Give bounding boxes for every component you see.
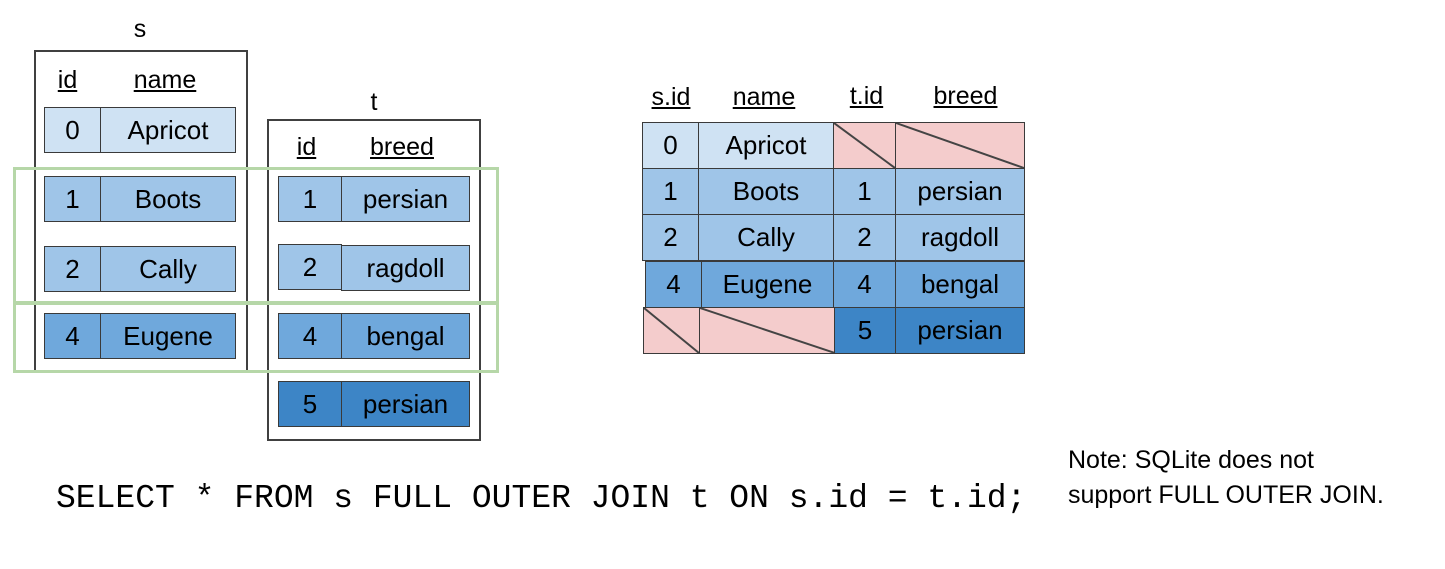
null-cell — [895, 122, 1025, 169]
result-cell: Eugene — [701, 261, 834, 308]
result-cell: 4 — [833, 261, 896, 308]
table-s-header-name: name — [133, 66, 197, 94]
null-cell — [643, 307, 700, 354]
note: Note: SQLite does not support FULL OUTER… — [1068, 443, 1384, 513]
table-s-id-cell: 4 — [44, 313, 101, 359]
table-s-name-cell: Cally — [100, 246, 236, 292]
result-cell: persian — [895, 307, 1025, 354]
result-cell: 5 — [834, 307, 896, 354]
table-s-id-cell: 1 — [44, 176, 101, 222]
null-diagonal-icon — [700, 308, 835, 353]
result-cell: persian — [895, 168, 1025, 215]
result-cell: ragdoll — [895, 214, 1025, 261]
null-diagonal-icon — [896, 123, 1024, 168]
result-cell: 0 — [642, 122, 699, 169]
match-outline-ids-1-2 — [13, 167, 499, 304]
table-t-breed-cell: persian — [341, 176, 470, 222]
table-s-id-cell: 0 — [44, 107, 101, 153]
sql-query: SELECT * FROM s FULL OUTER JOIN t ON s.i… — [56, 480, 1027, 517]
result-cell: 1 — [642, 168, 699, 215]
table-t-id-cell: 5 — [278, 381, 342, 427]
null-cell — [833, 122, 896, 169]
table-t-breed-cell: bengal — [341, 313, 470, 359]
table-s-name: s — [133, 15, 147, 43]
null-diagonal-icon — [644, 308, 699, 353]
table-t-breed-cell: ragdoll — [341, 245, 470, 291]
table-s-header-id: id — [57, 66, 78, 94]
result-cell: bengal — [895, 261, 1025, 308]
result-cell: Cally — [698, 214, 834, 261]
table-t-id-cell: 4 — [278, 313, 342, 359]
table-s-name-cell: Eugene — [100, 313, 236, 359]
result-header-s-id: s.id — [651, 83, 691, 111]
result-cell: 2 — [642, 214, 699, 261]
table-t-id-cell: 2 — [278, 244, 342, 290]
table-s-name-cell: Boots — [100, 176, 236, 222]
table-t-breed-cell: persian — [341, 381, 470, 427]
note-line-1: Note: SQLite does not — [1068, 446, 1314, 474]
result-header-t-id: t.id — [849, 82, 884, 110]
result-cell: Apricot — [698, 122, 834, 169]
match-outline-id-4 — [13, 302, 499, 373]
result-cell: 2 — [833, 214, 896, 261]
null-cell — [699, 307, 836, 354]
result-header-breed: breed — [933, 82, 998, 110]
table-t-id-cell: 1 — [278, 176, 342, 222]
table-s-name-cell: Apricot — [100, 107, 236, 153]
table-t-header-id: id — [296, 133, 317, 161]
result-header-name: name — [732, 83, 796, 111]
table-t-header-breed: breed — [370, 133, 434, 161]
result-cell: 1 — [833, 168, 896, 215]
note-line-2: support FULL OUTER JOIN. — [1068, 481, 1384, 509]
result-cell: Boots — [698, 168, 834, 215]
table-t-name: t — [370, 88, 378, 116]
table-t-frame — [267, 119, 481, 441]
result-cell: 4 — [645, 261, 702, 308]
null-diagonal-icon — [834, 123, 895, 168]
